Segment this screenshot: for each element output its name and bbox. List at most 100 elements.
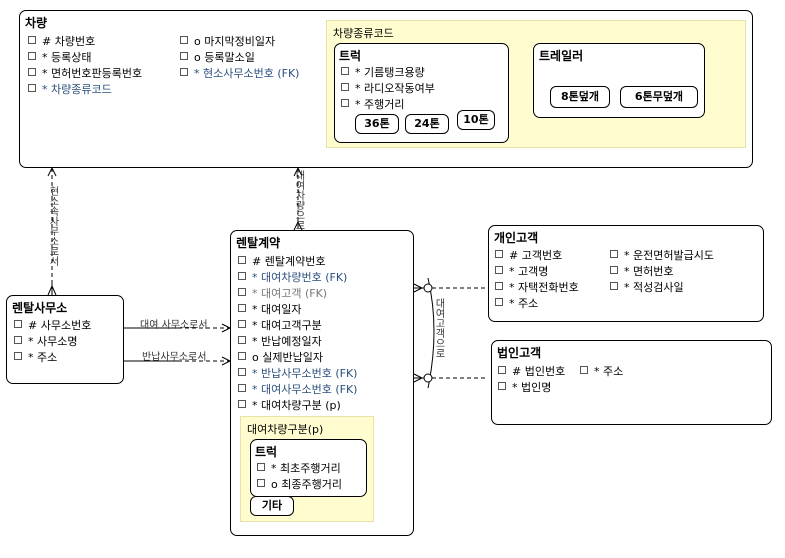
rental-truck-subtype[interactable]: 트럭 * 최초주행거리 o 최종주행거리 xyxy=(250,439,367,497)
checkbox-icon xyxy=(238,384,246,392)
checkbox-icon xyxy=(498,366,506,374)
rental-subtype-area: 대여차량구분(p) 트럭 * 최초주행거리 o 최종주행거리 기타 xyxy=(240,416,374,522)
vehicle-attr: * 현소사무소번호 (FK) xyxy=(180,67,299,81)
checkbox-icon xyxy=(14,336,22,344)
checkbox-icon xyxy=(238,368,246,376)
rented-vehicle-relation-line xyxy=(293,167,303,231)
checkbox-icon xyxy=(610,266,618,274)
rental-contract-attr: * 반납사무소번호 (FK) xyxy=(238,367,357,381)
checkbox-icon xyxy=(28,36,36,44)
rental-contract-attr: * 대여차량번호 (FK) xyxy=(238,271,347,285)
checkbox-icon xyxy=(238,400,246,408)
checkbox-icon xyxy=(257,479,265,487)
rental-office-attr: * 사무소명 xyxy=(14,335,77,349)
vehicle-title: 차량 xyxy=(25,16,48,30)
rental-office-attr: * 주소 xyxy=(14,351,57,365)
truck-attr: * 주행거리 xyxy=(341,98,404,112)
vehicle-attr: * 등록상태 xyxy=(28,51,91,65)
rental-truck-attr: * 최초주행거리 xyxy=(257,462,341,476)
truck-attr: * 기름탱크용량 xyxy=(341,66,425,80)
rent-customer-relation-line xyxy=(413,277,488,389)
individual-customer-entity[interactable]: 개인고객 # 고객번호 * 고객명 * 자택전화번호 * 주소 * 운전면허발급… xyxy=(488,225,764,322)
individual-customer-attr: * 주소 xyxy=(495,297,538,311)
rent-office-label: 대여 사무소로서 xyxy=(140,320,208,331)
truck-24t-subtype[interactable]: 24톤 xyxy=(405,114,449,134)
rent-customer-label: 대여고객으로 xyxy=(433,298,444,358)
return-office-label: 반납사무소로서 xyxy=(142,352,207,363)
corporate-customer-attr: * 주소 xyxy=(580,365,623,379)
trailer-covered-subtype[interactable]: 8톤덮개 xyxy=(550,86,610,108)
rental-office-attr: # 사무소번호 xyxy=(14,319,91,333)
checkbox-icon xyxy=(495,250,503,258)
rental-contract-attr: * 대여일자 xyxy=(238,303,301,317)
vehicle-attr: # 차량번호 xyxy=(28,35,95,49)
current-office-label: 현소속사무소로서 xyxy=(47,186,58,266)
vehicle-subtype-area: 차량종류코드 트럭 * 기름탱크용량 * 라디오작동여부 * 주행거리 36톤 … xyxy=(326,20,746,148)
checkbox-icon xyxy=(495,266,503,274)
rental-contract-title: 렌탈계약 xyxy=(236,236,281,250)
subtype-area-title: 차량종류코드 xyxy=(333,27,394,40)
checkbox-icon xyxy=(14,320,22,328)
truck-10t-subtype[interactable]: 10톤 xyxy=(457,110,495,130)
rental-office-entity[interactable]: 렌탈사무소 # 사무소번호 * 사무소명 * 주소 xyxy=(6,295,124,384)
individual-customer-attr: * 적성검사일 xyxy=(610,281,684,295)
vehicle-attr: o 마지막정비일자 xyxy=(180,35,275,49)
truck-subtype[interactable]: 트럭 * 기름탱크용량 * 라디오작동여부 * 주행거리 36톤 24톤 10톤 xyxy=(334,43,509,143)
trailer-subtype[interactable]: 트레일러 8톤덮개 6톤무덮개 xyxy=(533,43,705,118)
checkbox-icon xyxy=(610,282,618,290)
rental-contract-attr: * 대여고객구분 xyxy=(238,319,322,333)
checkbox-icon xyxy=(341,67,349,75)
individual-customer-attr: * 면허번호 xyxy=(610,265,673,279)
checkbox-icon xyxy=(238,272,246,280)
corporate-customer-attr: # 법인번호 xyxy=(498,365,565,379)
rental-contract-attr: # 렌탈계약번호 xyxy=(238,255,325,269)
current-office-relation-line xyxy=(47,167,57,296)
rental-contract-attr: * 대여고객 (FK) xyxy=(238,287,327,301)
checkbox-icon xyxy=(341,83,349,91)
individual-customer-attr: * 자택전화번호 xyxy=(495,281,579,295)
individual-customer-attr: # 고객번호 xyxy=(495,249,562,263)
checkbox-icon xyxy=(180,52,188,60)
individual-customer-title: 개인고객 xyxy=(494,231,539,245)
subtype-area-title: 대여차량구분(p) xyxy=(247,423,324,436)
trailer-title: 트레일러 xyxy=(539,49,584,63)
corporate-customer-attr: * 법인명 xyxy=(498,381,551,395)
checkbox-icon xyxy=(238,304,246,312)
rental-contract-entity[interactable]: 렌탈계약 # 렌탈계약번호 * 대여차량번호 (FK) * 대여고객 (FK) … xyxy=(230,230,414,536)
checkbox-icon xyxy=(498,382,506,390)
checkbox-icon xyxy=(180,68,188,76)
checkbox-icon xyxy=(257,463,265,471)
individual-customer-attr: * 운전면허발급시도 xyxy=(610,249,714,263)
rental-office-title: 렌탈사무소 xyxy=(12,301,68,315)
checkbox-icon xyxy=(14,352,22,360)
checkbox-icon xyxy=(341,99,349,107)
checkbox-icon xyxy=(238,336,246,344)
trailer-uncovered-subtype[interactable]: 6톤무덮개 xyxy=(620,86,698,108)
corporate-customer-title: 법인고객 xyxy=(497,346,542,360)
truck-title: 트럭 xyxy=(339,49,362,63)
vehicle-attr: * 면허번호판등록번호 xyxy=(28,67,142,81)
rental-contract-attr: * 대여사무소번호 (FK) xyxy=(238,383,357,397)
vehicle-entity[interactable]: 차량 # 차량번호 * 등록상태 * 면허번호판등록번호 * 차량종류코드 o … xyxy=(19,10,753,168)
corporate-customer-entity[interactable]: 법인고객 # 법인번호 * 법인명 * 주소 xyxy=(491,340,772,425)
rental-etc-subtype[interactable]: 기타 xyxy=(250,496,294,516)
checkbox-icon xyxy=(495,298,503,306)
truck-36t-subtype[interactable]: 36톤 xyxy=(355,114,399,134)
checkbox-icon xyxy=(238,320,246,328)
rental-contract-attr: * 반납예정일자 xyxy=(238,335,322,349)
rental-truck-title: 트럭 xyxy=(255,445,278,459)
checkbox-icon xyxy=(238,288,246,296)
rental-contract-attr: * 대여차량구분 (p) xyxy=(238,399,341,413)
rental-contract-attr: o 실제반납일자 xyxy=(238,351,323,365)
checkbox-icon xyxy=(610,250,618,258)
checkbox-icon xyxy=(580,366,588,374)
checkbox-icon xyxy=(495,282,503,290)
rental-truck-attr: o 최종주행거리 xyxy=(257,478,342,492)
checkbox-icon xyxy=(180,36,188,44)
vehicle-attr: * 차량종류코드 xyxy=(28,83,112,97)
checkbox-icon xyxy=(238,352,246,360)
individual-customer-attr: * 고객명 xyxy=(495,265,548,279)
checkbox-icon xyxy=(28,84,36,92)
checkbox-icon xyxy=(28,52,36,60)
